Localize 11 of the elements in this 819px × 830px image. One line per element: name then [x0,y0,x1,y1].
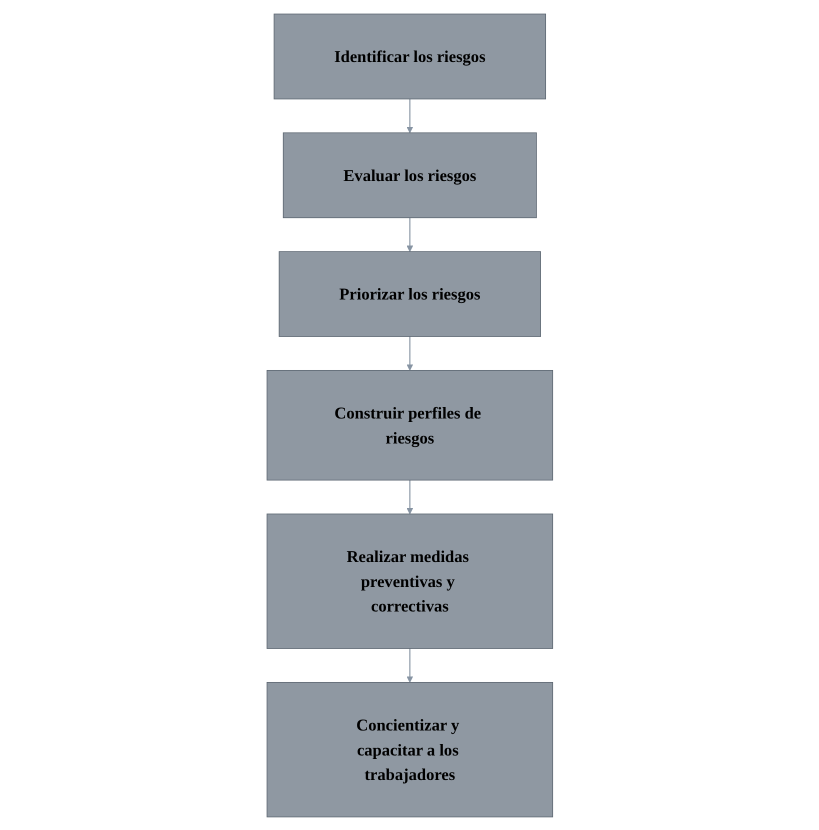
arrow [406,480,413,514]
node-box: Realizar medidas preventivas y correctivas [266,513,553,648]
arrow [406,648,413,682]
node-box: Identificar los riesgos [273,13,546,99]
arrow [406,217,413,252]
arrow [406,98,413,133]
arrow [406,336,413,370]
node-box: Construir perfiles de riesgos [266,370,553,480]
node-box: Concientizar y capacitar a los trabajadores [266,682,553,817]
node-box: Evaluar los riesgos [282,132,536,218]
node-box: Priorizar los riesgos [278,250,541,336]
